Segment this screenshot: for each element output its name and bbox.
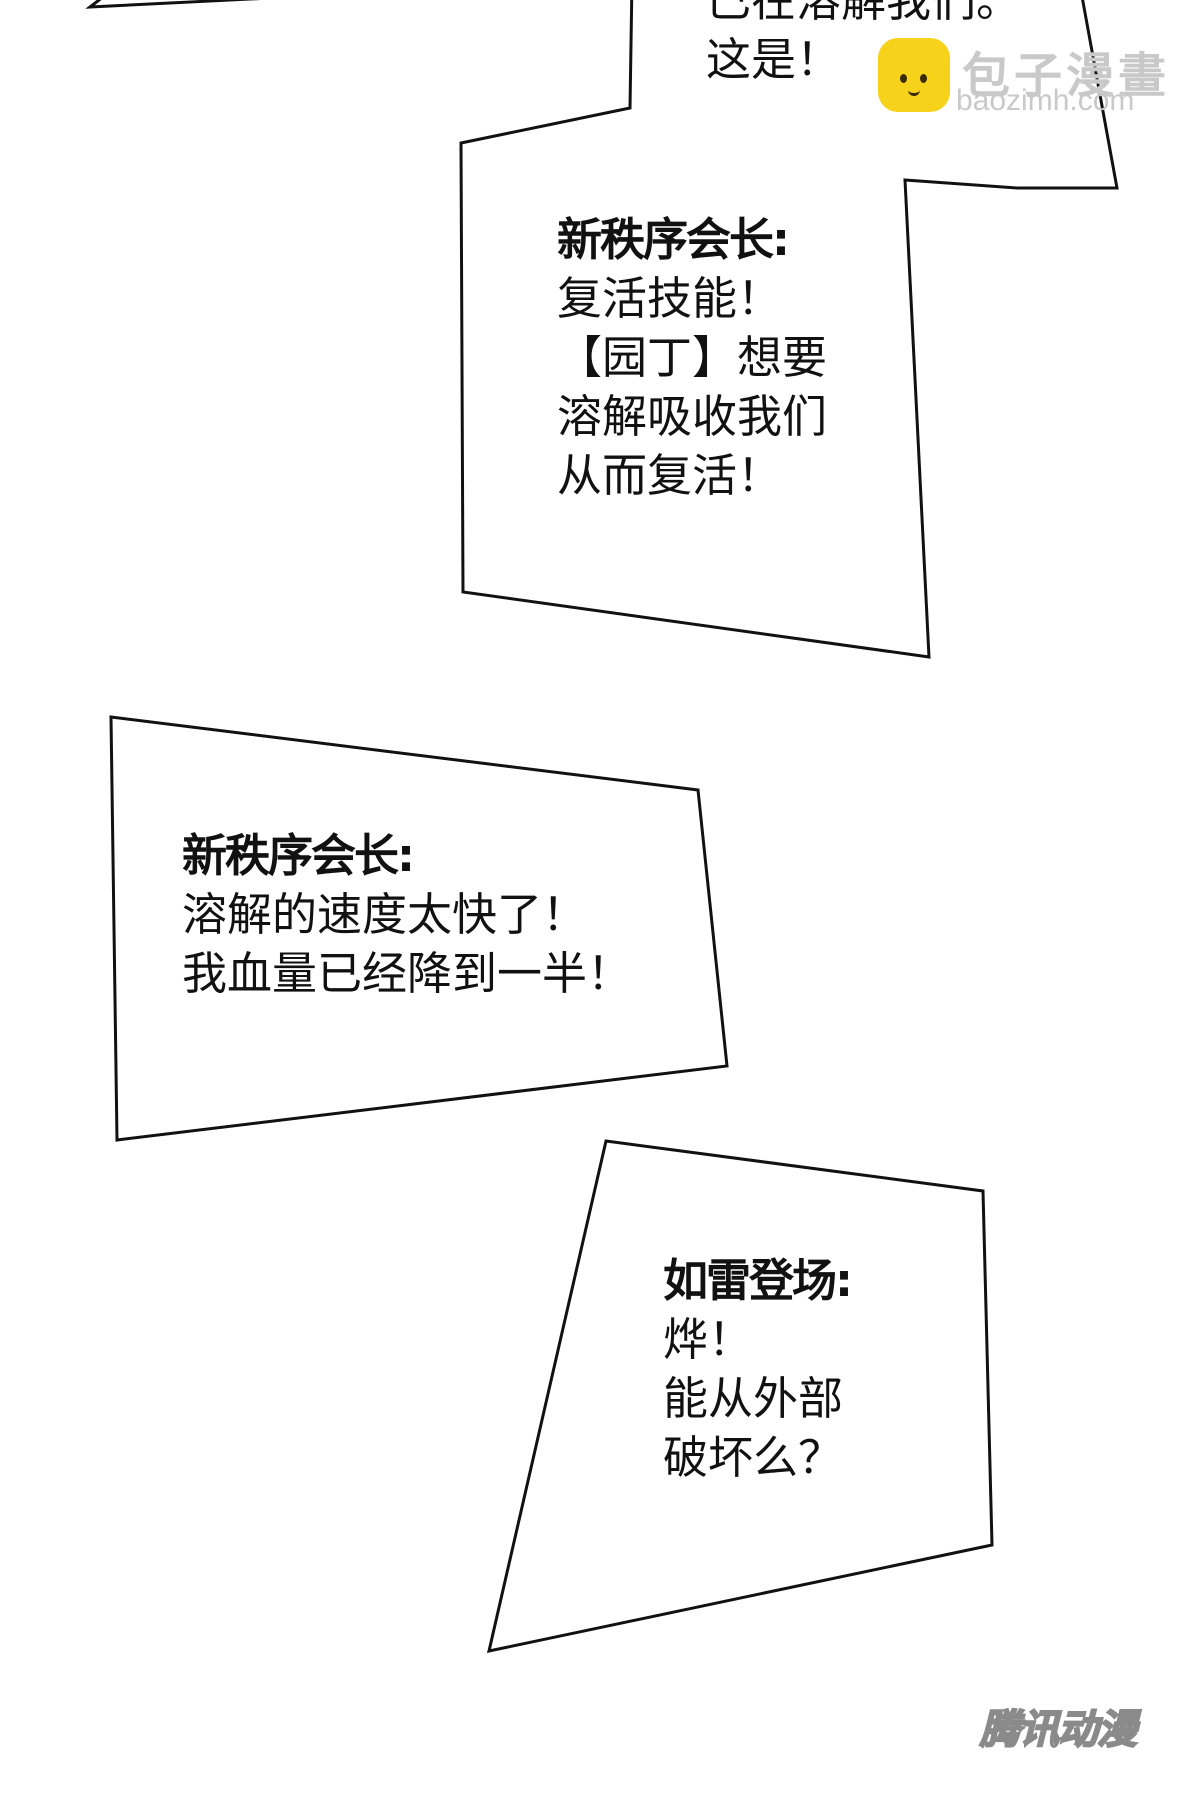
watermark-name: 包子漫畫 <box>962 48 1171 104</box>
dialogue-line: 【园丁】想要 <box>557 331 828 384</box>
bubble-1-text: 新秩序会长: 复活技能！ 【园丁】想要 溶解吸收我们 从而复活！ <box>557 210 827 505</box>
bubble-3-text: 如雷登场: 烨！ 能从外部 破坏么？ <box>663 1251 853 1487</box>
dialogue-line: 复活技能！ <box>557 272 783 325</box>
bubble-2-text: 新秩序会长: 溶解的速度太快了！ 我血量已经降到一半！ <box>182 826 632 1003</box>
dialogue-line: 能从外部 <box>663 1372 844 1425</box>
top-bubble-outline <box>85 0 1119 659</box>
speaker-name: 新秩序会长: <box>182 829 415 882</box>
speaker-name: 如雷登场: <box>663 1254 853 1307</box>
tencent-comics-watermark: 腾讯动漫 <box>979 1706 1138 1754</box>
watermark-domain: baozimh.com <box>956 84 1135 117</box>
dialogue-line: 溶解的速度太快了！ <box>182 888 588 941</box>
dialogue-line: 我血量已经降到一半！ <box>182 947 633 1000</box>
top-bubble-text: 已在溶解我们。 这是！ <box>706 0 1021 89</box>
bubble-2-outline <box>109 715 729 1142</box>
dialogue-line: 从而复活！ <box>557 449 783 502</box>
steamed-bun-icon <box>878 38 950 112</box>
speaker-name: 新秩序会长: <box>557 213 790 266</box>
top-bubble-line: 这是！ <box>706 33 842 86</box>
dialogue-line: 烨！ <box>663 1313 754 1366</box>
bubble-3-outline <box>487 1139 994 1653</box>
dialogue-line: 溶解吸收我们 <box>557 390 828 443</box>
top-bubble-line: 已在溶解我们。 <box>706 0 1022 27</box>
baozimh-watermark: 包子漫畫 baozimh.com <box>878 38 1178 118</box>
dialogue-line: 破坏么？ <box>663 1431 844 1484</box>
